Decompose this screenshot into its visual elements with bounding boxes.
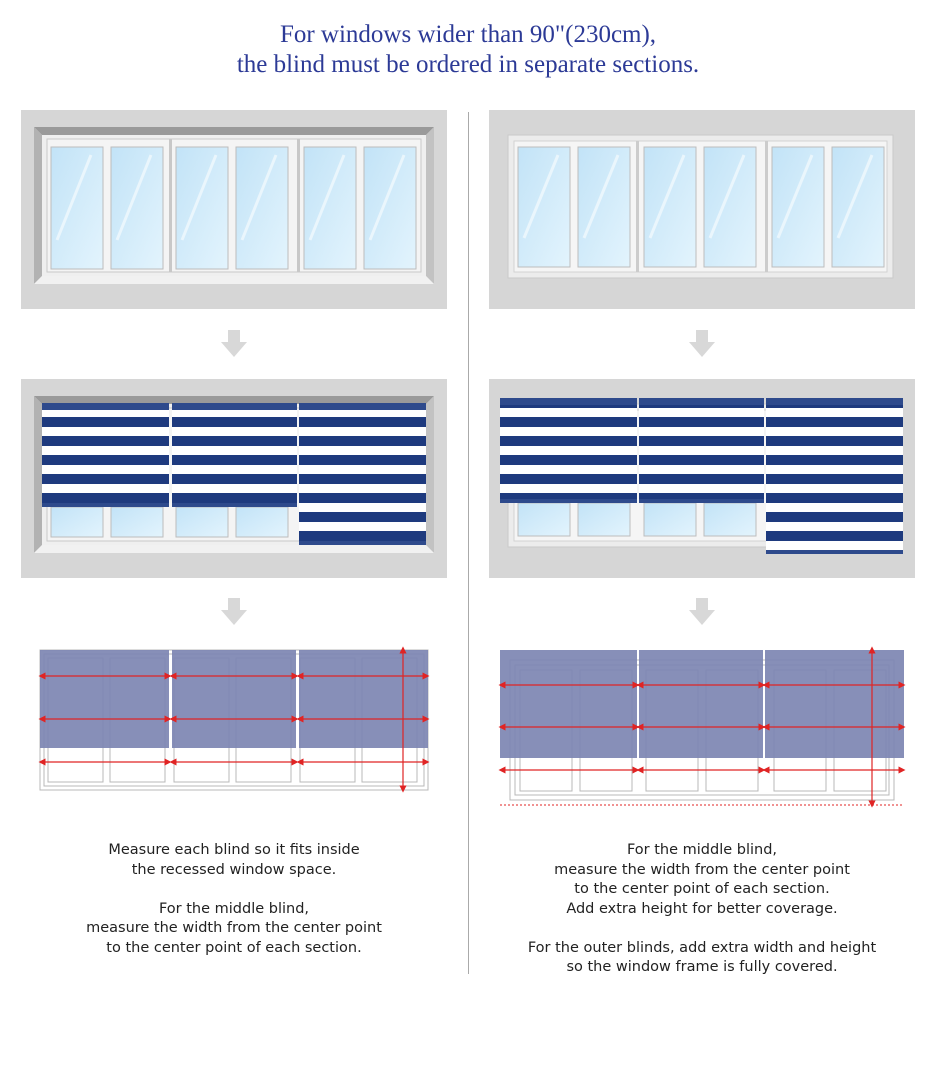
down-arrow-icon — [221, 598, 247, 625]
blind-sections — [500, 400, 903, 554]
caption-line: Add extra height for better coverage. — [566, 900, 838, 917]
down-arrow-icon — [221, 330, 247, 357]
column-divider — [468, 112, 469, 974]
caption-line: Measure each blind so it fits inside — [108, 842, 360, 858]
down-arrow-icon — [689, 598, 715, 625]
recessed-blinds-illustration — [21, 379, 447, 578]
page-title: For windows wider than 90"(230cm), the b… — [0, 20, 936, 80]
caption-line: so the window frame is fully covered. — [566, 959, 838, 975]
caption-line: For the middle blind, — [158, 900, 310, 917]
caption-line: the recessed window space. — [131, 861, 337, 878]
caption-line: For the outer blinds, add extra width an… — [527, 939, 877, 956]
recessed-window-illustration — [21, 110, 447, 309]
caption-line: measure the width from the center point — [554, 861, 850, 878]
title-line-1: For windows wider than 90"(230cm), — [279, 21, 657, 48]
window-panes — [517, 146, 885, 268]
title-line-2: the blind must be ordered in separate se… — [236, 51, 700, 78]
caption-line: to the center point of each section. — [574, 881, 830, 897]
right-caption: For the middle blind, measure the width … — [492, 841, 912, 978]
window-panes — [50, 146, 417, 270]
caption-line: measure the width from the center point — [86, 920, 382, 936]
left-caption: Measure each blind so it fits inside the… — [24, 841, 444, 958]
blind-sections — [42, 404, 426, 545]
caption-line: to the center point of each section. — [106, 939, 362, 956]
outside-mount-measurement-diagram — [498, 646, 906, 808]
outside-mount-window-illustration — [489, 110, 915, 309]
down-arrow-icon — [689, 330, 715, 357]
outside-mount-blinds-illustration — [489, 379, 915, 578]
recessed-measurement-diagram — [38, 646, 430, 793]
caption-line: For the middle blind, — [626, 842, 778, 858]
